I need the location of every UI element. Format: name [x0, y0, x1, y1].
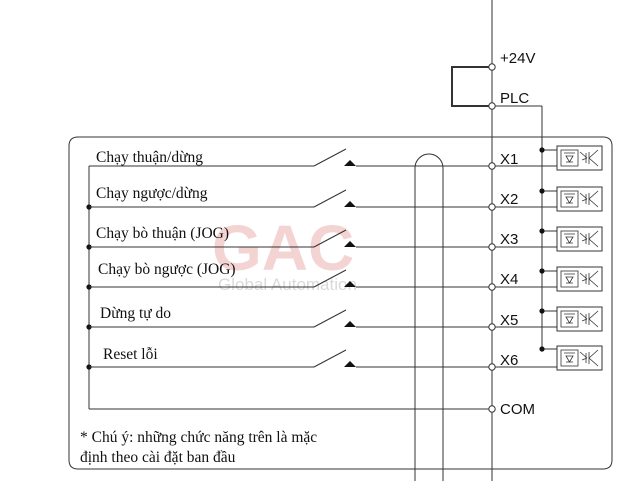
function-label: Dừng tự do [100, 305, 171, 322]
switch-icon [313, 309, 347, 328]
switch-icon [313, 229, 347, 248]
label-x1: X1 [500, 151, 518, 168]
input-row-x2: Chạy ngược/dừng X2 [86, 185, 603, 212]
function-label: Chạy bò thuận (JOG) [96, 225, 229, 242]
label-x2: X2 [500, 191, 518, 208]
label-com: COM [500, 401, 535, 418]
function-label: Reset lỗi [103, 346, 158, 363]
note-line-2: định theo cài đặt ban đầu [80, 449, 236, 466]
input-row-x6: Reset lỗi X6 [86, 345, 603, 371]
junction-dot [539, 346, 545, 352]
label-x6: X6 [500, 352, 518, 369]
switch-contact [344, 321, 356, 327]
terminal-x3 [488, 243, 496, 251]
input-row-x3: Chạy bò thuận (JOG) X3 [86, 225, 603, 252]
terminal-x5 [488, 323, 496, 331]
junction-dot [539, 228, 545, 234]
switch-contact [344, 160, 356, 166]
junction-dot [539, 308, 545, 314]
terminal-x1 [488, 162, 496, 170]
switch-contact [344, 361, 356, 367]
junction-dot [539, 147, 545, 153]
junction-dot [539, 188, 545, 194]
switch-icon [313, 189, 347, 208]
switch-icon [313, 349, 347, 368]
terminal-x2 [488, 203, 496, 211]
input-row-x1: Chạy thuận/dừng X1 [89, 145, 603, 171]
input-row-x4: Chạy bò ngược (JOG) X4 [86, 261, 603, 292]
function-label: Chạy bò ngược (JOG) [98, 261, 236, 278]
function-panel-frame [68, 136, 613, 470]
plc-jumper-wire [451, 66, 492, 107]
switch-contact [344, 201, 356, 207]
switch-icon [313, 269, 347, 288]
note-line-1: * Chú ý: những chức năng trên là mặc [80, 429, 317, 446]
switch-icon [313, 148, 347, 167]
label-plc: PLC [500, 90, 529, 107]
switch-contact [344, 241, 356, 247]
label-x3: X3 [500, 231, 518, 248]
junction-dot [539, 268, 545, 274]
terminal-x4 [488, 283, 496, 291]
watermark-text: Global Automation [218, 275, 357, 294]
label-plus24v: +24V [500, 50, 535, 67]
terminal-x6 [488, 363, 496, 371]
watermark: GAC Global Automation [212, 212, 357, 294]
watermark-logo: GAC [212, 212, 354, 284]
switch-contact [344, 281, 356, 287]
function-label: Chạy ngược/dừng [96, 185, 208, 202]
terminal-com [488, 405, 496, 413]
terminal-plc [488, 102, 496, 110]
shield-cable-loop [414, 153, 444, 481]
label-x5: X5 [500, 312, 518, 329]
terminal-plus24v [488, 63, 496, 71]
input-row-x5: Dừng tự do X5 [86, 305, 603, 332]
label-x4: X4 [500, 271, 518, 288]
function-label: Chạy thuận/dừng [96, 149, 203, 166]
